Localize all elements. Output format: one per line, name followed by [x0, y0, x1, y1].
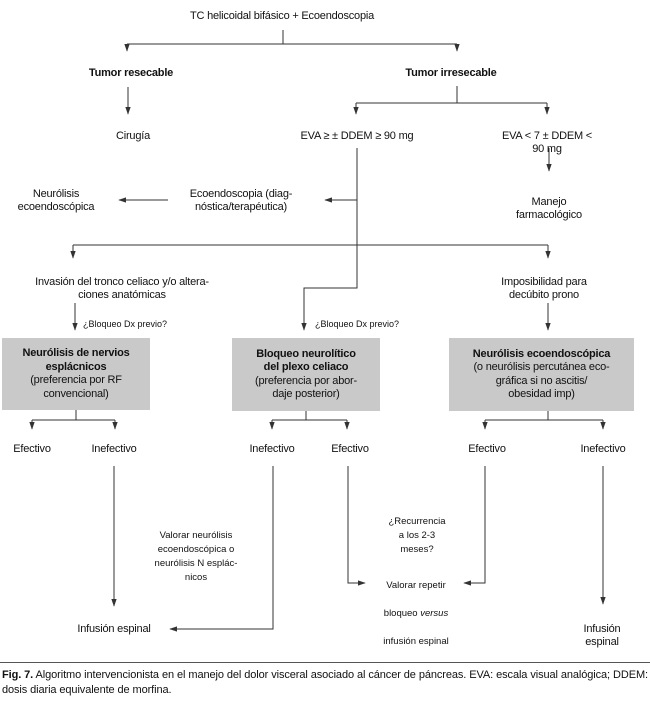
node-cirugia: Cirugía — [115, 130, 151, 142]
note-valorar-repetir-linea1: Valorar repetir — [386, 580, 446, 591]
box-neurolisis-eco-title: Neurólisis ecoendoscópica — [472, 347, 611, 360]
node-invasion-tronco-celiaco: Invasión del tronco celiaco y/o altera- … — [35, 276, 209, 301]
node-ecoendoscopia-diag: Ecoendoscopia (diag- nóstica/terapéutica… — [189, 188, 293, 213]
box-neurolisis-eco-subtitle: (o neurólisis percutánea eco- gráfica si… — [473, 361, 610, 400]
node-manejo-farmacologico: Manejo farmacológico — [516, 196, 582, 221]
outcome-inefectivo-3: Inefectivo — [580, 443, 626, 455]
edge-eva-alta-to-plexo-box — [301, 148, 358, 331]
box-bloqueo-plexo-title: Bloqueo neurolítico del plexo celiaco — [256, 347, 356, 374]
label-bloqueo-dx-previo-centro: ¿Bloqueo Dx previo? — [315, 319, 400, 329]
box-bloqueo-plexo-celiaco: Bloqueo neurolítico del plexo celiaco (p… — [232, 338, 380, 411]
node-eva-alta: EVA ≥ ± DDEM ≥ 90 mg — [300, 130, 414, 142]
node-tumor-resecable: Tumor resecable — [88, 67, 174, 79]
figure-caption-label: Fig. 7. — [2, 669, 34, 681]
box-neurolisis-esplacnicos-subtitle: (preferencia por RF convencional) — [30, 374, 122, 400]
outcome-efectivo-2: Efectivo — [331, 443, 369, 455]
box-neurolisis-ecoendoscopica: Neurólisis ecoendoscópica (o neurólisis … — [449, 338, 634, 411]
box-neurolisis-esplacnicos-title: Neurólisis de nervios esplácnicos — [22, 347, 130, 373]
note-valorar-repetir-versus: versus — [420, 608, 449, 619]
note-valorar-repetir-linea3: infusión espinal — [383, 636, 449, 647]
node-imposibilidad-decubito: Imposibilidad para decúbito prono — [501, 276, 587, 301]
figure-caption: Fig. 7. Algoritmo intervencionista en el… — [2, 668, 648, 698]
node-infusion-espinal-der: Infusión espinal — [583, 623, 621, 648]
node-title: TC helicoidal bifásico + Ecoendoscopia — [189, 10, 375, 22]
caption-divider — [0, 662, 650, 663]
box-neurolisis-esplacnicos: Neurólisis de nervios esplácnicos (prefe… — [2, 338, 150, 410]
edge-efectivo2-to-valorar-repetir — [347, 466, 366, 586]
outcome-efectivo-3: Efectivo — [468, 443, 506, 455]
outcome-inefectivo-1: Inefectivo — [91, 443, 137, 455]
note-valorar-repetir-linea2: bloqueo versus — [383, 607, 449, 621]
note-valorar-repetir-linea2-pre: bloqueo — [383, 608, 421, 619]
node-infusion-espinal-izq: Infusión espinal — [77, 623, 151, 635]
outcome-efectivo-1: Efectivo — [13, 443, 51, 455]
note-valorar-repetir: Valorar repetir bloqueo versus infusión … — [383, 565, 449, 663]
figure-caption-text: Algoritmo intervencionista en el manejo … — [2, 669, 648, 696]
edge-inefectivo2-to-infusion — [169, 466, 274, 632]
node-neurolisis-ecoendoscopica: Neurólisis ecoendoscópica — [17, 188, 95, 213]
edge-efectivo3-to-valorar-repetir — [463, 466, 486, 586]
box-bloqueo-plexo-subtitle: (preferencia por abor- daje posterior) — [255, 374, 357, 401]
node-eva-baja: EVA < 7 ± DDEM < 90 mg — [501, 130, 593, 155]
node-tumor-irresecable: Tumor irresecable — [405, 67, 497, 79]
note-valorar-neurolisis: Valorar neurólisis ecoendoscópica o neur… — [154, 530, 238, 583]
outcome-inefectivo-2: Inefectivo — [249, 443, 295, 455]
label-bloqueo-dx-previo-izq: ¿Bloqueo Dx previo? — [83, 319, 168, 329]
note-recurrencia: ¿Recurrencia a los 2-3 meses? — [388, 516, 446, 555]
